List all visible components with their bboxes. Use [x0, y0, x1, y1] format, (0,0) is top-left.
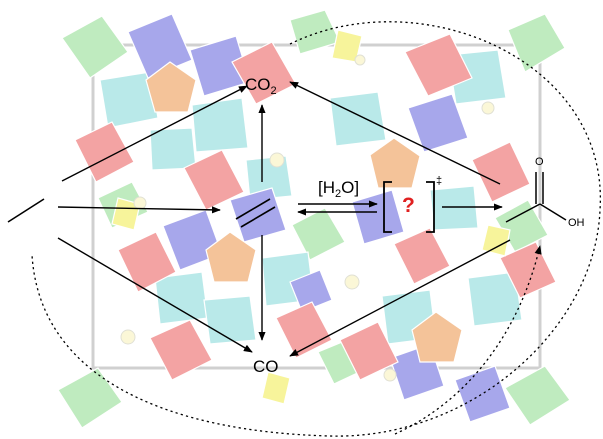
polyhedra-orange	[145, 61, 463, 363]
extraframework-spheres	[120, 54, 495, 382]
water-label: [H2O]	[318, 178, 360, 200]
methane-molecule	[7, 198, 45, 223]
reaction-arrows	[57, 81, 511, 357]
co-label: CO	[253, 357, 279, 376]
arrow-acid-to-co	[289, 239, 511, 357]
unknown-intermediate-label: ?	[402, 194, 415, 217]
acetic-acid-molecule	[505, 172, 567, 223]
acid-carbonyl-o-label: O	[535, 156, 544, 168]
arrow-methane-to-co	[57, 237, 253, 353]
inner-dotted-arc	[394, 245, 542, 435]
polyhedra-blue	[127, 13, 511, 423]
right-bracket	[426, 181, 435, 233]
polyhedra-red	[74, 33, 557, 381]
ethylene-molecule	[235, 198, 276, 228]
arrow-acid-to-co2	[289, 81, 501, 185]
zeolite-framework-background	[57, 9, 571, 429]
transition-state-mark: ‡	[436, 175, 443, 187]
transition-state-brackets	[383, 181, 435, 233]
co2-label: CO2	[245, 75, 277, 97]
left-bracket	[383, 181, 392, 233]
polyhedra-yellow	[111, 29, 511, 405]
acid-hydroxyl-label: OH	[568, 217, 585, 229]
arrow-methane-to-ethylene	[57, 206, 221, 214]
dotted-cycle	[31, 21, 601, 437]
arrow-methane-to-co2	[61, 85, 248, 182]
